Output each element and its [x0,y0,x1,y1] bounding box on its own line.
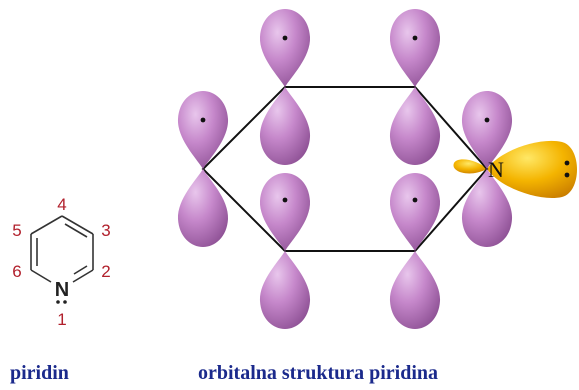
nitrogen-sp2-lone-pair-orbital [453,140,577,199]
orbital-structure: N [177,9,577,329]
lone-pair-dot [56,300,60,304]
ring-bonds [30,215,94,283]
lone-pair-dot [564,160,570,166]
electron-dot [412,35,418,41]
electron-dot [200,117,206,123]
lone-pair-dot [63,300,67,304]
p-orbital-c-bottom-left [259,173,311,329]
atom-number-2: 2 [101,262,110,281]
atom-number-6: 6 [12,262,21,281]
atom-number-3: 3 [101,221,110,240]
atom-number-1: 1 [57,310,66,329]
ring-sigma-bonds [201,86,489,252]
lone-pair-dot [564,172,570,178]
electron-dot [282,35,288,41]
p-orbital-c-top-right [389,9,441,165]
pyridine-skeletal-structure: N 1 2 3 4 5 6 [12,195,110,329]
electron-dot [484,117,490,123]
electron-dot [412,197,418,203]
caption-orbital-structure: orbitalna struktura piridina [198,362,439,384]
p-orbital-c-left [177,91,229,247]
nitrogen-label: N [488,157,504,182]
p-orbital-c-bottom-right [389,173,441,329]
p-orbital-nitrogen [461,91,513,247]
atom-number-5: 5 [12,221,21,240]
p-orbital-c-top-left [259,9,311,165]
electron-dot [282,197,288,203]
atom-number-4: 4 [57,195,66,214]
caption-pyridine: piridin [10,362,69,384]
nitrogen-label: N [55,279,69,301]
